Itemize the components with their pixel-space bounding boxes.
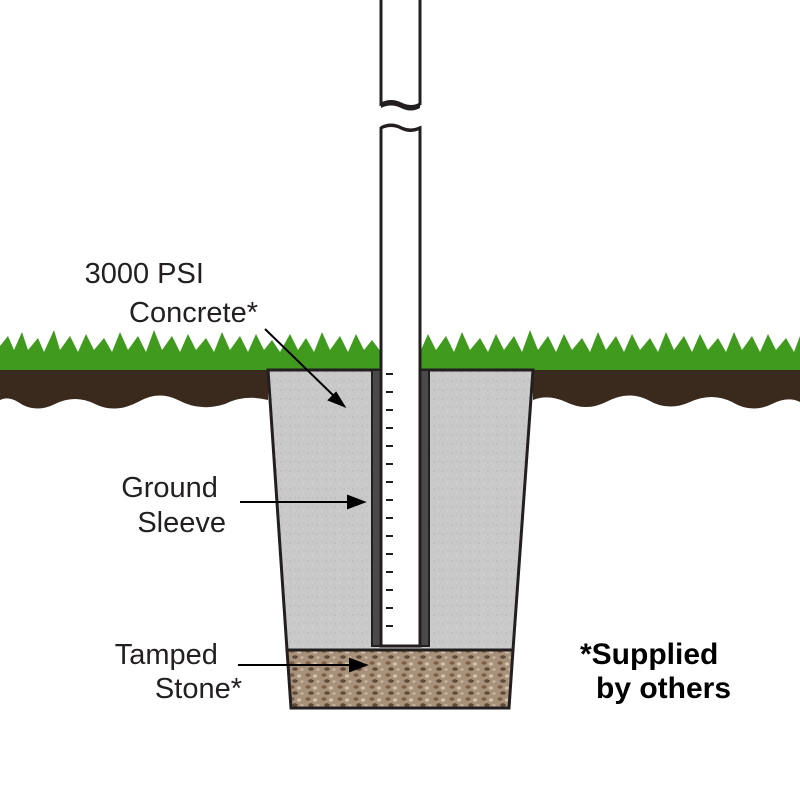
label-concrete-line1: 3000 PSI	[85, 258, 204, 290]
note-line1: *Supplied	[580, 638, 718, 671]
leader-arrows	[238, 328, 369, 673]
supplied-by-others-note: *Supplied by others	[580, 638, 731, 705]
label-sleeve-line2: Sleeve	[137, 507, 226, 539]
soil-right	[533, 370, 800, 409]
soil-left	[0, 370, 268, 409]
note-line2: by others	[596, 672, 731, 705]
label-tamped-stone: Tamped Stone*	[115, 639, 242, 705]
concrete-leader-line	[264, 328, 337, 399]
label-stone-line2: Stone*	[155, 673, 242, 705]
pole-lower-section	[379, 124, 422, 648]
stone-arrowhead	[349, 657, 369, 673]
grass-strip	[0, 330, 800, 372]
pole-break-top	[381, 101, 420, 111]
pole-top-section	[379, 0, 422, 108]
pole-hidden-lines	[386, 373, 400, 627]
label-stone-line1: Tamped	[115, 639, 218, 671]
label-concrete: 3000 PSI Concrete*	[85, 258, 258, 329]
tamped-stone-base	[285, 648, 515, 710]
pole	[379, 0, 422, 648]
sleeve-arrowhead	[347, 494, 367, 510]
grass-left	[0, 330, 381, 372]
label-concrete-line2: Concrete*	[129, 297, 258, 329]
concrete-arrowhead	[327, 391, 347, 409]
label-ground-sleeve: Ground Sleeve	[121, 472, 226, 539]
grass-right	[421, 330, 800, 372]
label-sleeve-line1: Ground	[121, 472, 218, 504]
soil-layer	[0, 370, 800, 409]
